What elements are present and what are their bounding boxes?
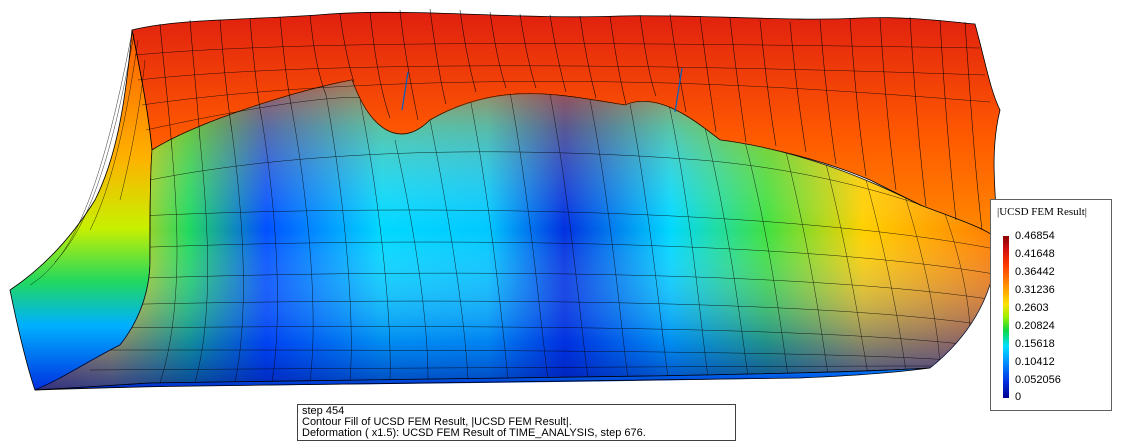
top-mesh	[29, 31, 991, 286]
legend-color-bar	[1003, 236, 1009, 398]
color-legend: |UCSD FEM Result| 0.46854 0.41648 0.3644…	[990, 199, 1112, 411]
legend-label: 0.10412	[1015, 356, 1055, 368]
legend-title: |UCSD FEM Result|	[997, 206, 1087, 218]
legend-label: 0.20824	[1015, 320, 1055, 332]
legend-label: 0.052056	[1015, 374, 1061, 386]
front-mesh	[59, 91, 998, 384]
caption-contour: Contour Fill of UCSD FEM Result, |UCSD F…	[302, 416, 572, 428]
mesh-grid	[159, 8, 983, 231]
caption-box: step 454 Contour Fill of UCSD FEM Result…	[297, 404, 736, 441]
legend-label: 0.36442	[1015, 266, 1055, 278]
caption-deformation: Deformation ( x1.5): UCSD FEM Result of …	[302, 427, 646, 439]
legend-label: 0.46854	[1015, 230, 1055, 242]
caption-step: step 454	[302, 405, 345, 417]
bottom-edge	[34, 367, 931, 391]
legend-label: 0.2603	[1015, 302, 1049, 314]
spike-markers	[401, 67, 683, 113]
legend-label: 0.31236	[1015, 284, 1055, 296]
legend-label: 0.15618	[1015, 338, 1055, 350]
legend-label: 0	[1015, 391, 1022, 403]
legend-label: 0.41648	[1015, 248, 1055, 260]
